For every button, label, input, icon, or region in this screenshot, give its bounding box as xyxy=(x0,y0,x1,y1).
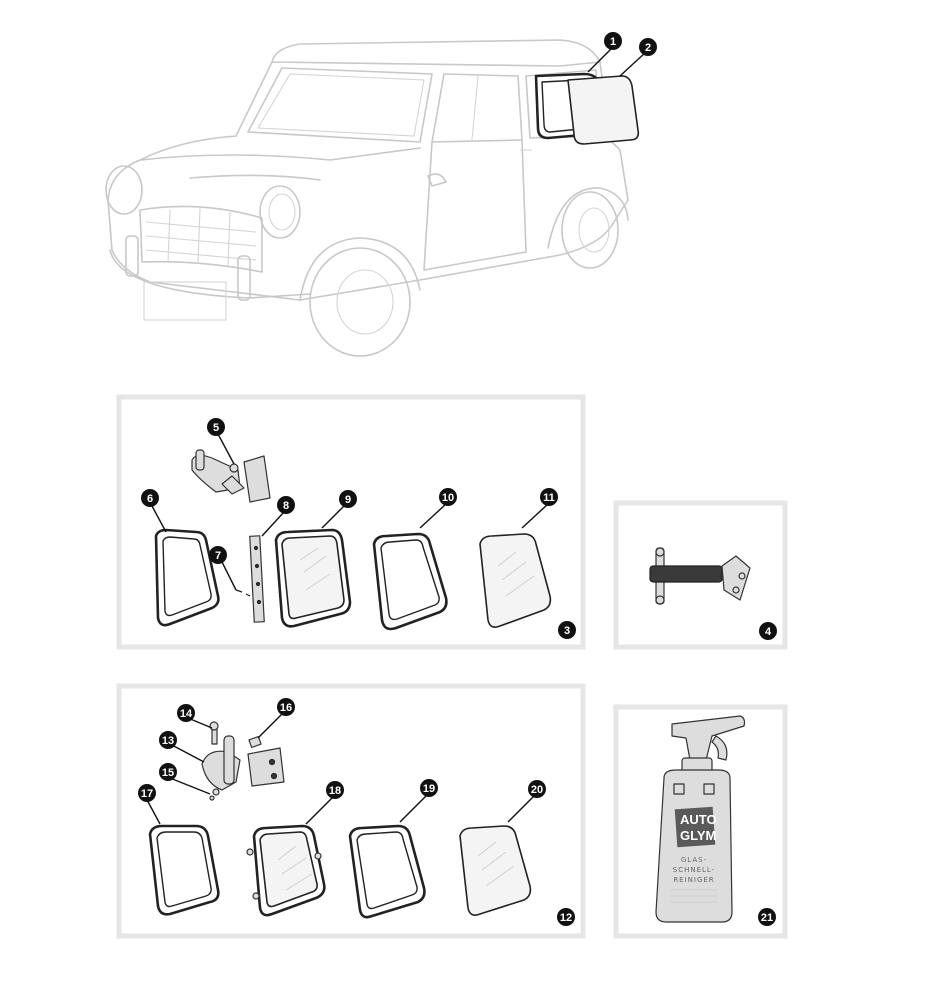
car-illustration xyxy=(105,39,629,357)
callout-badge: 18 xyxy=(326,781,344,799)
window-glass-20 xyxy=(459,825,532,916)
svg-text:12: 12 xyxy=(560,912,572,924)
window-assembly-9 xyxy=(274,528,352,628)
bottle-brand-line2: GLYM xyxy=(680,828,716,843)
callout-badge: 19 xyxy=(420,779,438,797)
svg-text:19: 19 xyxy=(423,783,435,795)
svg-text:7: 7 xyxy=(215,550,221,562)
svg-text:3: 3 xyxy=(564,625,570,637)
window-frame-10 xyxy=(372,532,448,631)
svg-text:18: 18 xyxy=(329,785,341,797)
svg-text:14: 14 xyxy=(180,708,193,720)
bottle-product-line1: GLAS- xyxy=(681,856,707,864)
car-rear-window-highlight xyxy=(534,72,640,145)
hinge-assembly-part xyxy=(201,721,285,801)
seal-strip-part xyxy=(249,535,265,623)
svg-text:15: 15 xyxy=(162,767,174,779)
svg-text:13: 13 xyxy=(162,735,174,747)
panel-3 xyxy=(116,394,586,650)
svg-text:8: 8 xyxy=(283,500,289,512)
callout-badge: 20 xyxy=(528,780,546,798)
bottle-brand-line1: AUTO xyxy=(680,812,717,827)
panel-4 xyxy=(613,500,788,650)
leader-lines xyxy=(145,47,647,825)
panel-12 xyxy=(116,683,586,939)
callout-badge: 12 xyxy=(557,908,575,926)
window-frame-6 xyxy=(154,528,220,627)
callout-badge: 16 xyxy=(277,698,295,716)
quarter-window-hinge-part xyxy=(191,449,271,503)
callout-badge: 1 xyxy=(604,32,622,50)
callout-badge: 3 xyxy=(558,621,576,639)
window-frame-17 xyxy=(148,824,220,916)
bottle-product-line2: SCHNELL- xyxy=(673,866,715,874)
callout-badge: 14 xyxy=(177,704,195,722)
svg-text:4: 4 xyxy=(765,626,772,638)
callout-badge: 6 xyxy=(141,489,159,507)
screw-part xyxy=(235,589,251,597)
callout-badge: 11 xyxy=(540,488,558,506)
svg-text:2: 2 xyxy=(645,42,651,54)
svg-text:6: 6 xyxy=(147,493,153,505)
callout-badge: 21 xyxy=(758,908,776,926)
svg-text:21: 21 xyxy=(761,912,773,924)
callout-badge: 13 xyxy=(159,731,177,749)
svg-text:5: 5 xyxy=(213,422,219,434)
window-catch-part xyxy=(649,547,751,605)
callout-badge: 10 xyxy=(439,488,457,506)
svg-text:16: 16 xyxy=(280,702,292,714)
bottle-product-line3: REINIGER xyxy=(673,876,714,884)
svg-text:9: 9 xyxy=(345,494,351,506)
callout-badge: 15 xyxy=(159,763,177,781)
window-frame-19 xyxy=(348,824,426,919)
callout-badge: 4 xyxy=(759,622,777,640)
svg-text:20: 20 xyxy=(531,784,543,796)
svg-text:1: 1 xyxy=(610,36,616,48)
glass-cleaner-bottle: AUTO GLYM GLAS- SCHNELL- REINIGER xyxy=(655,715,746,923)
svg-text:11: 11 xyxy=(543,492,555,504)
svg-text:10: 10 xyxy=(442,492,454,504)
window-glass-11 xyxy=(479,533,552,628)
callout-badge: 17 xyxy=(138,784,156,802)
panel-21 xyxy=(613,704,788,939)
callout-badge: 7 xyxy=(209,546,227,564)
callout-badge: 9 xyxy=(339,490,357,508)
callout-badge: 8 xyxy=(277,496,295,514)
callout-badge: 2 xyxy=(639,38,657,56)
window-assembly-18 xyxy=(246,824,326,917)
svg-text:17: 17 xyxy=(141,788,153,800)
callout-badge: 5 xyxy=(207,418,225,436)
callout-badges: 1 2 5 6 7 8 9 10 11 3 4 13 14 15 16 17 1… xyxy=(138,32,777,926)
